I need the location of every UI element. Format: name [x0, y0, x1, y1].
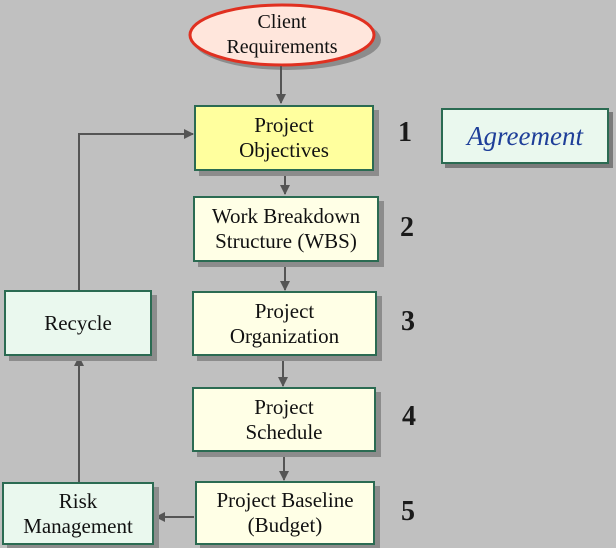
risk-management-box: Risk Management	[2, 482, 154, 545]
step-number-2: 2	[400, 212, 414, 243]
step-number-4: 4	[402, 401, 416, 432]
client-requirements-oval	[188, 3, 376, 67]
project-organization-box: Project Organization	[192, 291, 377, 356]
wbs-box: Work Breakdown Structure (WBS)	[193, 196, 379, 262]
recycle-box: Recycle	[4, 290, 152, 356]
project-objectives-box: Project Objectives	[194, 105, 374, 171]
project-schedule-box: Project Schedule	[192, 387, 376, 452]
arrow-recycle-to-objectives	[78, 129, 194, 290]
step-number-1: 1	[398, 117, 412, 148]
step-number-3: 3	[401, 306, 415, 337]
step-number-5: 5	[401, 496, 415, 527]
client-requirements-label: Client Requirements	[226, 11, 338, 58]
project-baseline-box: Project Baseline (Budget)	[195, 481, 375, 545]
agreement-box: Agreement	[441, 108, 609, 164]
